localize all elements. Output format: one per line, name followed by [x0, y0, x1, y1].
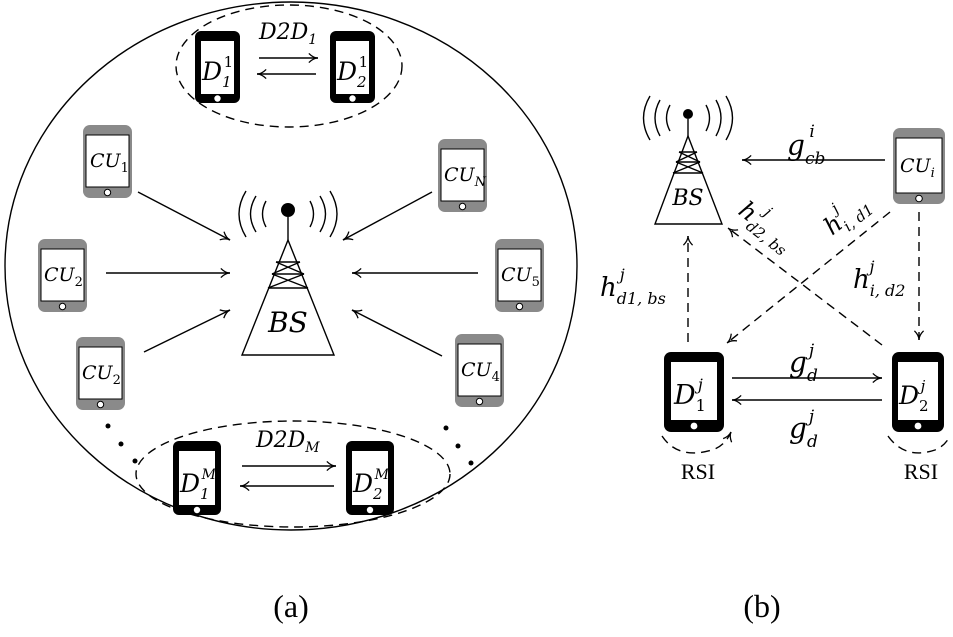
- d2d-bottom-tx-label: D1M: [179, 467, 217, 503]
- d2d-pair-top: D11 D21 D2D1: [175, 4, 403, 128]
- label-g-d-bottom: gdj: [789, 407, 818, 452]
- d2d-pair-bottom-region: [135, 420, 451, 528]
- d2d-bottom-label: D2DM: [255, 428, 320, 456]
- svg-text:hi, d1j: hi, d1j: [814, 183, 877, 245]
- base-station-b: BS: [642, 95, 734, 225]
- bs-label-b: BS: [671, 186, 703, 211]
- rsi-label-d1: RSI: [681, 459, 715, 484]
- cellular-user-3: CU2: [76, 337, 125, 410]
- tower-icon: [240, 238, 336, 356]
- bs-label-a: BS: [267, 306, 308, 339]
- d1-label: D1j: [673, 375, 706, 415]
- cellular-user-4: CU4: [455, 334, 504, 407]
- link-h-d2-bs: [727, 227, 883, 346]
- antenna-icon: [281, 203, 295, 217]
- signal-wave: [642, 95, 651, 141]
- uplink-arrows-a: [106, 191, 478, 357]
- cu-label: CU5: [501, 264, 540, 290]
- d2d-top-label: D2D1: [258, 20, 317, 48]
- cellular-user-i: CUi: [893, 128, 945, 204]
- d2d-pair-bottom: D1M D2M D2DM: [135, 420, 451, 528]
- panel-b: BS CUi D1j D2j: [600, 95, 951, 624]
- cell-boundary: [4, 1, 578, 531]
- cellular-user-n: CUN: [438, 139, 487, 212]
- rsi-loop-d2: [887, 435, 951, 454]
- uplink-arrow: [143, 309, 231, 353]
- rsi-loop-d1: [661, 431, 733, 454]
- d2d-transmitter: D1j: [664, 352, 724, 432]
- label-h-i-d1: hi, d1j: [814, 183, 877, 245]
- uplink-arrow: [342, 191, 433, 241]
- cu-label: CU1: [90, 150, 129, 176]
- cu-label: CU2: [82, 362, 121, 388]
- cu-label: CU4: [461, 359, 500, 385]
- d2d-pair-top-region: [175, 4, 403, 128]
- continuation-dots: [105, 423, 474, 466]
- label-h-i-d2: hi, d2j: [853, 257, 905, 300]
- label-h-d1-bs: hd1, bsj: [600, 265, 666, 308]
- cellular-user-5: CU5: [495, 239, 544, 312]
- panel-a: D11 D21 D2D1 BS: [4, 1, 578, 624]
- caption-b: (b): [743, 588, 780, 624]
- d2d-receiver: D2j: [892, 352, 944, 432]
- cellular-user-1: CU1: [83, 125, 132, 198]
- d2d-bottom-rx-label: D2M: [352, 467, 390, 503]
- signal-wave: [238, 190, 247, 238]
- cu-i-label: CUi: [900, 155, 935, 181]
- antenna-icon: [683, 109, 693, 119]
- d2d-top-tx-label: D11: [201, 53, 233, 91]
- base-station-a: BS: [238, 190, 338, 356]
- label-h-d2-bs: hd2, bsj: [730, 190, 803, 260]
- link-h-i-d1: [726, 211, 891, 344]
- caption-a: (a): [273, 588, 309, 624]
- cu-label: CU2: [44, 264, 83, 290]
- d2d-top-rx-label: D21: [336, 53, 368, 91]
- tower-icon: [653, 134, 724, 225]
- cellular-user-2: CU2: [38, 239, 87, 312]
- rsi-label-d2: RSI: [904, 459, 938, 484]
- uplink-arrow: [137, 191, 231, 241]
- label-g-cb: gcbi: [787, 122, 825, 169]
- d2-label: D2j: [898, 377, 929, 415]
- label-g-d-top: gdj: [789, 341, 818, 386]
- uplink-arrow: [351, 309, 443, 357]
- svg-text:hd2, bsj: hd2, bsj: [730, 190, 803, 260]
- cu-label: CUN: [444, 164, 487, 190]
